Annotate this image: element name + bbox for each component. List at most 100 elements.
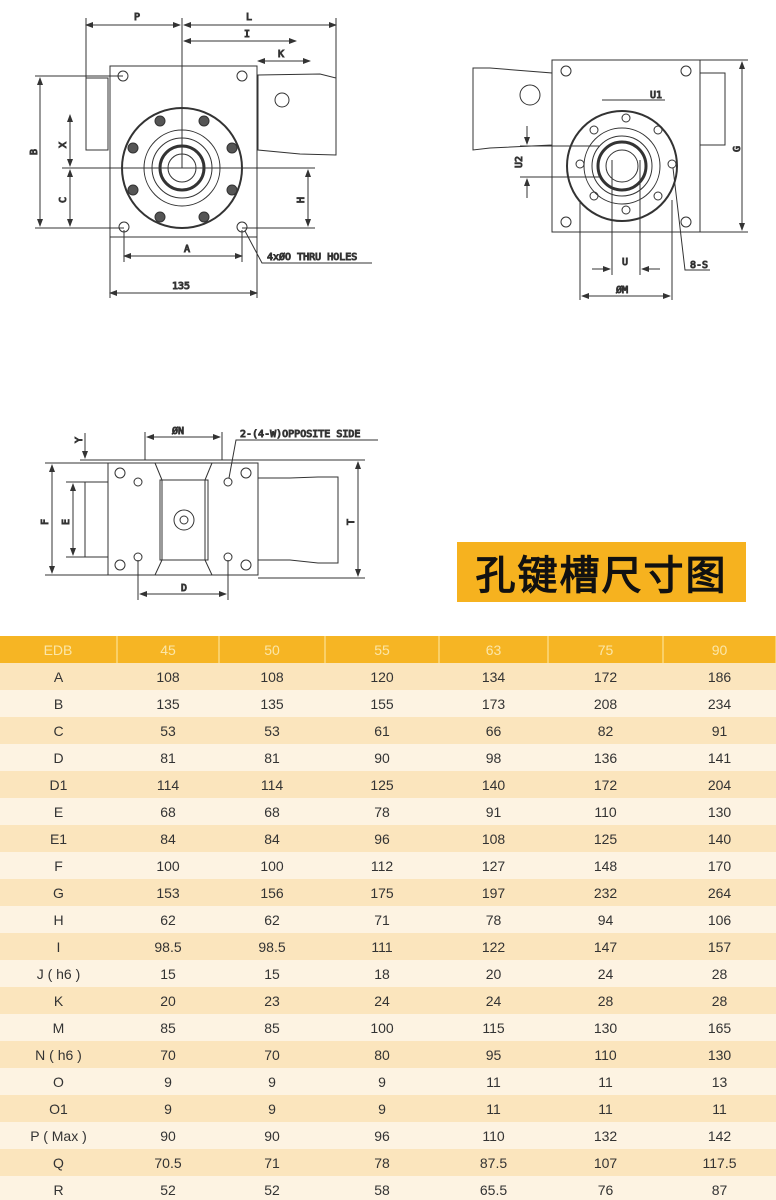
row-label: I [0, 933, 117, 960]
table-cell: 156 [219, 879, 325, 906]
table-cell: 108 [219, 663, 325, 690]
label-F: F [40, 519, 51, 525]
table-cell: 85 [117, 1014, 219, 1041]
table-cell: 53 [219, 717, 325, 744]
row-label: F [0, 852, 117, 879]
table-cell: 9 [219, 1068, 325, 1095]
table-cell: 132 [548, 1122, 663, 1149]
banner-title: 孔键槽尺寸图 [475, 553, 728, 599]
table-cell: 11 [663, 1095, 776, 1122]
row-label: K [0, 987, 117, 1014]
table-cell: 24 [439, 987, 548, 1014]
table-cell: 52 [219, 1176, 325, 1200]
table-cell: 90 [117, 1122, 219, 1149]
table-cell: 130 [663, 798, 776, 825]
row-label: E [0, 798, 117, 825]
table-cell: 28 [663, 960, 776, 987]
table-cell: 264 [663, 879, 776, 906]
table-cell: 111 [325, 933, 439, 960]
table-cell: 65.5 [439, 1176, 548, 1200]
row-label: J ( h6 ) [0, 960, 117, 987]
table-cell: 134 [439, 663, 548, 690]
label-135: 135 [172, 281, 190, 292]
label-L: L [246, 12, 252, 23]
label-B: B [29, 149, 40, 155]
table-cell: 24 [325, 987, 439, 1014]
row-label: D [0, 744, 117, 771]
table-cell: 153 [117, 879, 219, 906]
label-C: C [58, 197, 69, 203]
table-cell: 130 [663, 1041, 776, 1068]
table-cell: 98 [439, 744, 548, 771]
table-cell: 107 [548, 1149, 663, 1176]
table-cell: 70 [219, 1041, 325, 1068]
table-cell: 20 [117, 987, 219, 1014]
table-cell: 78 [325, 798, 439, 825]
table-cell: 94 [548, 906, 663, 933]
column-header: 50 [219, 636, 326, 663]
label-W-note: 2-(4-W)OPPOSITE SIDE [240, 429, 360, 440]
table-cell: 141 [663, 744, 776, 771]
table-cell: 100 [219, 852, 325, 879]
label-N: ØN [172, 425, 184, 437]
table-cell: 234 [663, 690, 776, 717]
column-header: 90 [663, 636, 776, 663]
table-cell: 110 [439, 1122, 548, 1149]
row-label: C [0, 717, 117, 744]
table-cell: 122 [439, 933, 548, 960]
table-cell: 112 [325, 852, 439, 879]
label-K: K [278, 49, 284, 60]
table-cell: 197 [439, 879, 548, 906]
table-cell: 11 [439, 1095, 548, 1122]
table-cell: 80 [325, 1041, 439, 1068]
row-label: H [0, 906, 117, 933]
table-cell: 11 [548, 1068, 663, 1095]
table-cell: 172 [548, 771, 663, 798]
table-cell: 28 [663, 987, 776, 1014]
table-cell: 147 [548, 933, 663, 960]
label-U: U [622, 257, 628, 268]
table-cell: 175 [325, 879, 439, 906]
table-cell: 98.5 [219, 933, 325, 960]
table-cell: 204 [663, 771, 776, 798]
table-cell: 9 [325, 1068, 439, 1095]
row-label: A [0, 663, 117, 690]
table-cell: 91 [663, 717, 776, 744]
label-H: H [296, 197, 307, 203]
table-cell: 18 [325, 960, 439, 987]
table-cell: 208 [548, 690, 663, 717]
title-banner: 孔键槽尺寸图 [457, 542, 746, 602]
front-view [35, 18, 372, 298]
table-cell: 120 [325, 663, 439, 690]
table-cell: 114 [219, 771, 325, 798]
table-cell: 20 [439, 960, 548, 987]
table-cell: 9 [219, 1095, 325, 1122]
table-cell: 78 [439, 906, 548, 933]
table-cell: 23 [219, 987, 325, 1014]
table-cell: 53 [117, 717, 219, 744]
row-label: R [0, 1176, 117, 1200]
table-cell: 87.5 [439, 1149, 548, 1176]
label-U2: U2 [514, 156, 525, 168]
label-A: A [184, 244, 190, 255]
table-cell: 136 [548, 744, 663, 771]
technical-drawings: P L I K B X C H A 135 4xØO THRU HOLES U1… [29, 12, 748, 600]
column-header: 75 [548, 636, 664, 663]
table-cell: 148 [548, 852, 663, 879]
table-cell: 135 [117, 690, 219, 717]
label-U1: U1 [650, 90, 662, 101]
table-cell: 173 [439, 690, 548, 717]
label-I: I [244, 29, 250, 40]
top-view [45, 432, 378, 600]
